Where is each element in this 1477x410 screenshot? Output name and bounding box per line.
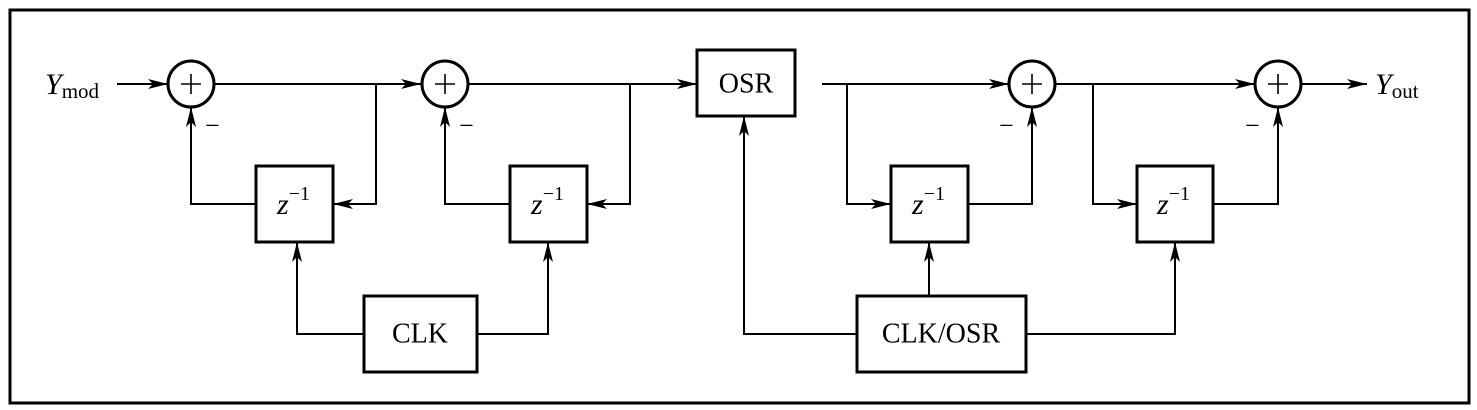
wire-tap1-delay1 (333, 84, 377, 209)
wire-delay2-sum2 (440, 107, 510, 205)
wire-tap3-delay3 (846, 84, 891, 209)
plus-icon (435, 74, 455, 94)
wire-clk-delay2 (477, 242, 553, 335)
input-label: Ymod (45, 68, 100, 103)
wire-tap4-delay4 (1092, 84, 1137, 209)
summing-junction-3 (1007, 59, 1057, 109)
svg-text:z−1: z−1 (530, 183, 564, 221)
svg-text:z−1: z−1 (1156, 183, 1190, 221)
minus-sign-3: − (999, 111, 1014, 140)
delay-block-4: z−1 (1135, 164, 1215, 244)
plus-icon (1268, 74, 1288, 94)
plus-icon (181, 74, 201, 94)
summing-junction-2 (420, 59, 470, 109)
minus-sign-4: − (1245, 111, 1260, 140)
wire-clk-delay1 (292, 242, 364, 335)
outer-frame (8, 8, 1471, 405)
output-label: Yout (1375, 68, 1419, 103)
delay-block-2: z−1 (508, 164, 589, 244)
plus-icon (1022, 74, 1042, 94)
summing-junction-4 (1253, 59, 1303, 109)
svg-text:z−1: z−1 (911, 183, 945, 221)
wire-delay4-sum4 (1213, 107, 1283, 205)
wire-clkosr-delay4 (1026, 242, 1180, 335)
wire-delay1-sum1 (186, 107, 256, 205)
minus-sign-2: − (459, 111, 474, 140)
svg-text:OSR: OSR (719, 69, 774, 100)
wire-clkosr-osr (739, 116, 857, 335)
svg-text:z−1: z−1 (276, 183, 310, 221)
minus-sign-1: − (205, 111, 220, 140)
svg-text:CLK: CLK (392, 319, 448, 350)
wire-tap2-delay2 (587, 84, 631, 209)
wire-delay3-sum3 (968, 107, 1037, 205)
osr-block: OSR (695, 48, 797, 118)
clk-osr-block: CLK/OSR (855, 294, 1028, 374)
delay-block-1: z−1 (254, 164, 335, 244)
summing-junction-1 (166, 59, 216, 109)
delay-block-3: z−1 (889, 164, 970, 244)
clk-block: CLK (362, 294, 479, 374)
svg-text:CLK/OSR: CLK/OSR (882, 319, 1001, 350)
